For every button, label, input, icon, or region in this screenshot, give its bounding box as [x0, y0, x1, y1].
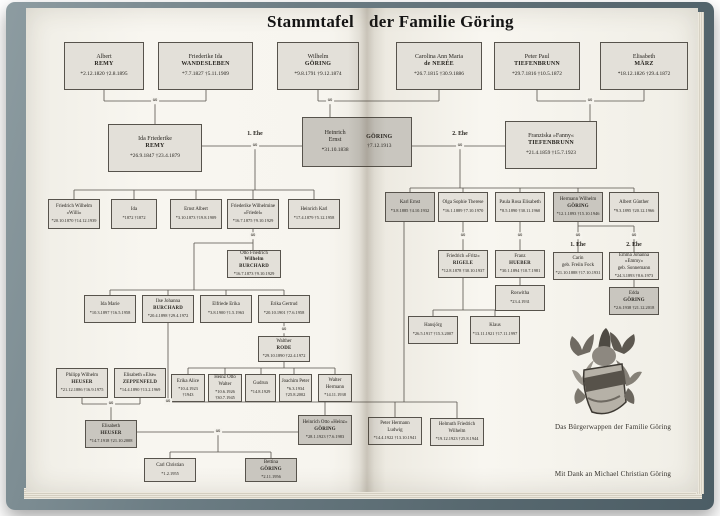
person-klaus: Klaus *13.11.1921 †17.11.1997	[470, 316, 520, 344]
marriage-icon: ∞	[459, 231, 467, 240]
person-elisabeth-heuser: Elisabeth HEUSER *14.7.1918 †21.10.2008	[85, 420, 137, 448]
person-walter-hermann: Walter Hermann *14.11.1938	[318, 374, 352, 402]
person-emmy: Emma Johanna »Emmy« geb. Sonnemann *24.3…	[609, 252, 659, 280]
marriage-order-label: 1. Ehe	[570, 242, 586, 248]
person-heinz-otto-walter: Heinz Otto Walter *10.6.1926 †30.7.1945	[208, 374, 242, 402]
person-ida-remy: Ida Friederike REMY *26.9.1847 †23.4.187…	[108, 124, 202, 172]
person-edda-goering: Edda GÖRING *2.6.1938 †21.12.2018	[609, 287, 659, 315]
person-hansjoerg: Hansjörg *26.5.1917 †15.3.2007	[408, 316, 458, 344]
person-else-zeppenfeld: Elisabeth »Else« ZEPPENFELD *14.4.1890 †…	[114, 368, 166, 398]
person-ernst-albert: Ernst Albert *3.10.1873 †19.8.1909	[170, 199, 222, 229]
person-heinz-goering: Heinrich Otto »Heinz« GÖRING *28.1.1923 …	[298, 415, 352, 445]
marriage-icon: ∞	[214, 427, 222, 436]
person-ida-marie: Ida Marie *10.3.1897 †16.5.1958	[84, 295, 136, 323]
coat-of-arms	[570, 328, 642, 415]
marriage-icon: ∞	[151, 96, 159, 105]
person-carl-christian: Carl Christian *1.2.1955	[144, 458, 196, 482]
marriage-icon: ∞	[326, 96, 334, 105]
marriage-order-label: 2. Ehe	[626, 242, 642, 248]
person-joachim-peter: Joachim Peter *6.3.1934 †25.8.2002	[279, 374, 312, 402]
person-walther-rode: Walther RODE *29.10.1890 †22.4.1972	[258, 336, 310, 362]
person-heinrich-ernst-goering: Heinrich Ernst *31.10.1838 GÖRING †7.12.…	[302, 117, 412, 167]
person-roswitha: Roswitha *23.4.1931	[495, 285, 545, 311]
person-erika-alice: Erika Alice *10.4.1923 †1943	[171, 374, 205, 402]
credit-caption: Mit Dank an Michael Christian Göring	[554, 470, 672, 478]
marriage-icon: ∞	[249, 231, 257, 240]
page-title-right: der Familie Göring	[369, 12, 514, 31]
marriage-order-label: 1. Ehe	[247, 131, 263, 137]
marriage-icon: ∞	[586, 96, 594, 105]
person-ida: Ida *1872 †1872	[111, 199, 157, 229]
person-heinrich-karl: Heinrich Karl *17.4.1879 †5.12.1958	[288, 199, 340, 229]
marriage-icon: ∞	[280, 325, 288, 334]
person-wilhelm-goering: Wilhelm GÖRING *9.8.1791 †9.12.1874	[277, 42, 359, 90]
marriage-icon: ∞	[574, 231, 582, 240]
marriage-icon: ∞	[164, 397, 172, 406]
marriage-icon: ∞	[456, 141, 464, 150]
person-erika-gertrud: Erika Gertrud *20.10.1901 †7.6.1958	[258, 295, 310, 323]
person-peter-tiefenbrunn: Peter Paul TIEFENBRUNN *29.7.1816 †10.5.…	[494, 42, 580, 90]
crest-caption: Das Bürgerwappen der Familie Göring	[554, 423, 672, 431]
person-carolina-de-neree: Carolina Ann Maria de NERÉE *26.7.1815 †…	[396, 42, 482, 90]
person-friedrich-willi: Friedrich Wilhelm »Willi« *20.10.1870 †1…	[48, 199, 100, 229]
person-elfriede: Elfriede Erika *3.8.1900 †1.5.1963	[200, 295, 252, 323]
person-hueber: Franz HUEBER *30.1.1894 †10.7.1981	[495, 250, 545, 278]
person-friedel: Friederike Wilhelmine »Friedel« *16.7.18…	[227, 199, 279, 229]
person-otto-burchard: Otto Friedrich Wilhelm BURCHARD *16.7.18…	[227, 250, 281, 278]
person-albert-guenther: Albert Günther *9.3.1895 †20.12.1966	[609, 192, 659, 222]
person-elisabeth-maerz: Elisabeth MÄRZ *18.12.1826 †29.4.1872	[600, 42, 688, 90]
person-peter-hermann: Peter Hermann Ludwig *14.4.1922 †13.10.1…	[368, 417, 422, 445]
person-ilse-burchard: Ilse Johanna BURCHARD *20.4.1898 †29.4.1…	[142, 295, 194, 323]
marriage-icon: ∞	[107, 399, 115, 408]
marriage-icon: ∞	[516, 231, 524, 240]
person-rigele: Friedrich »Fritz« RIGELE *12.8.1878 †30.…	[438, 250, 488, 278]
person-paula: Paula Rosa Elisabeth *8.5.1890 †30.11.19…	[495, 192, 545, 222]
page-title-left: Stammtafel	[266, 12, 354, 31]
person-karl-ernst: Karl Ernst *3.8.1885 †4.10.1932	[385, 192, 435, 222]
person-carin: Carin geb. Freiin Fock *21.10.1888 †17.1…	[553, 252, 603, 280]
person-gudrun: Gudrun *14.8.1929	[245, 374, 276, 402]
person-olga: Olga Sophie Therese *16.1.1889 †7.10.197…	[438, 192, 488, 222]
person-helmuth: Helmuth Friedrich Wilhelm *19.12.1923 †2…	[430, 418, 484, 446]
person-bettina-goering: Bettina GÖRING *2.11.1956	[245, 458, 297, 482]
person-albert-remy: Albert REMY *2.12.1820 †2.8.1895	[64, 42, 144, 90]
person-philipp-heuser: Philipp Wilhelm HEUSER *21.12.1886 †16.9…	[56, 368, 108, 398]
person-friederike-wandesleben: Friederike Ida WANDESLEBEN *7.7.1827 †5.…	[158, 42, 253, 90]
marriage-order-label: 2. Ehe	[452, 131, 468, 137]
person-franziska-tiefenbrunn: Franziska »Fanny« TIEFENBRUNN *21.4.1859…	[505, 121, 597, 169]
page-stack-edge-right	[696, 12, 704, 494]
person-hermann-goering: Hermann Wilhelm GÖRING *12.1.1893 †15.10…	[553, 192, 603, 222]
page-stack-edge-bottom	[24, 488, 702, 499]
marriage-icon: ∞	[251, 141, 259, 150]
marriage-icon: ∞	[630, 231, 638, 240]
